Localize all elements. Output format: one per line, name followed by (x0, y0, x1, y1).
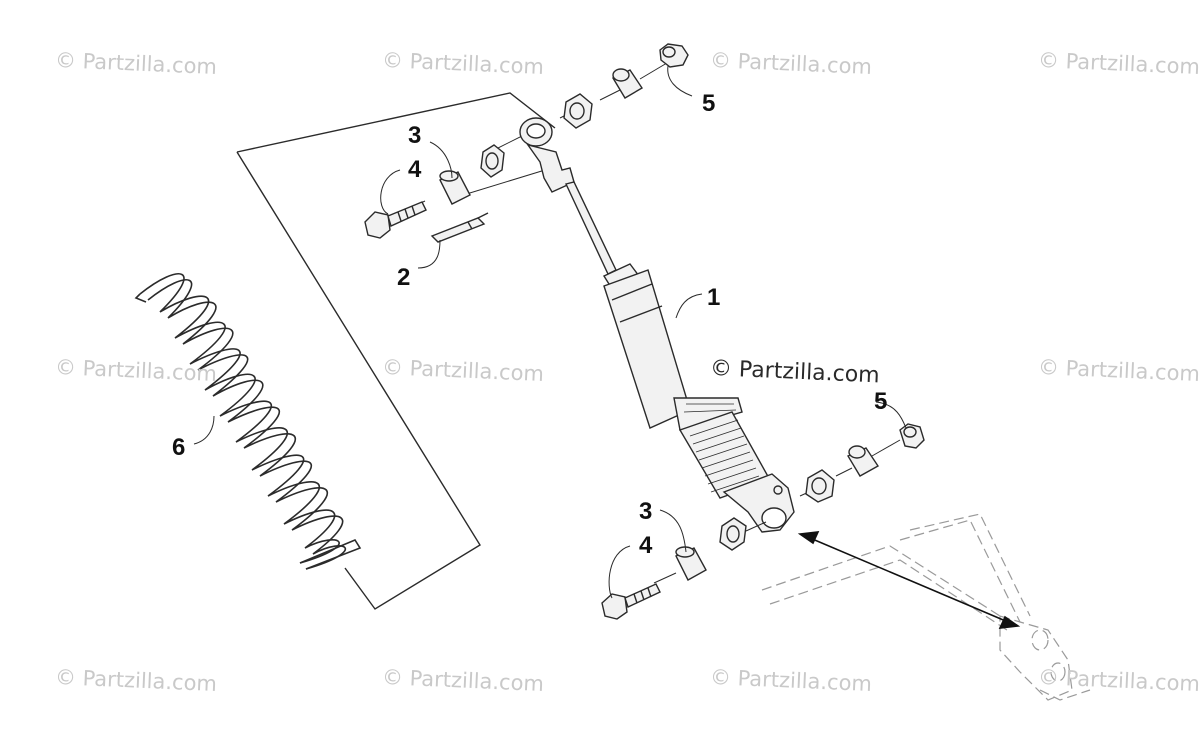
callout-3-upper: 3 (408, 122, 422, 149)
upper-bushing (439, 170, 471, 205)
lower-spacer (846, 445, 880, 477)
coil-spring (134, 273, 362, 570)
a-arm-phantom (761, 513, 1091, 701)
upper-bolt (364, 201, 427, 239)
callout-4-upper: 4 (408, 156, 422, 183)
lower-washer (805, 469, 835, 503)
callout-leaders (193, 65, 907, 599)
upper-washer (563, 93, 593, 129)
callout-2: 2 (397, 264, 411, 291)
lower-bolt (601, 583, 661, 620)
callout-3-lower: 3 (639, 498, 653, 525)
callout-4-lower: 4 (639, 532, 653, 559)
upper-bushing-washer (480, 144, 505, 178)
callout-5-upper: 5 (702, 90, 716, 117)
callout-5-lower: 5 (874, 388, 888, 415)
mounting-arrow (797, 531, 1021, 629)
upper-spacer (612, 68, 643, 99)
callout-6: 6 (172, 434, 186, 461)
spring-group-outline (236, 92, 556, 153)
shock-absorber (519, 117, 795, 533)
lower-bushing (675, 546, 707, 581)
upper-lock-nut (659, 43, 689, 68)
lower-lock-nut (899, 423, 925, 449)
callout-1: 1 (707, 284, 721, 311)
spring-group-outline-side (236, 151, 481, 610)
clevis-pin (430, 212, 489, 243)
lower-bushing-washer (719, 517, 747, 551)
